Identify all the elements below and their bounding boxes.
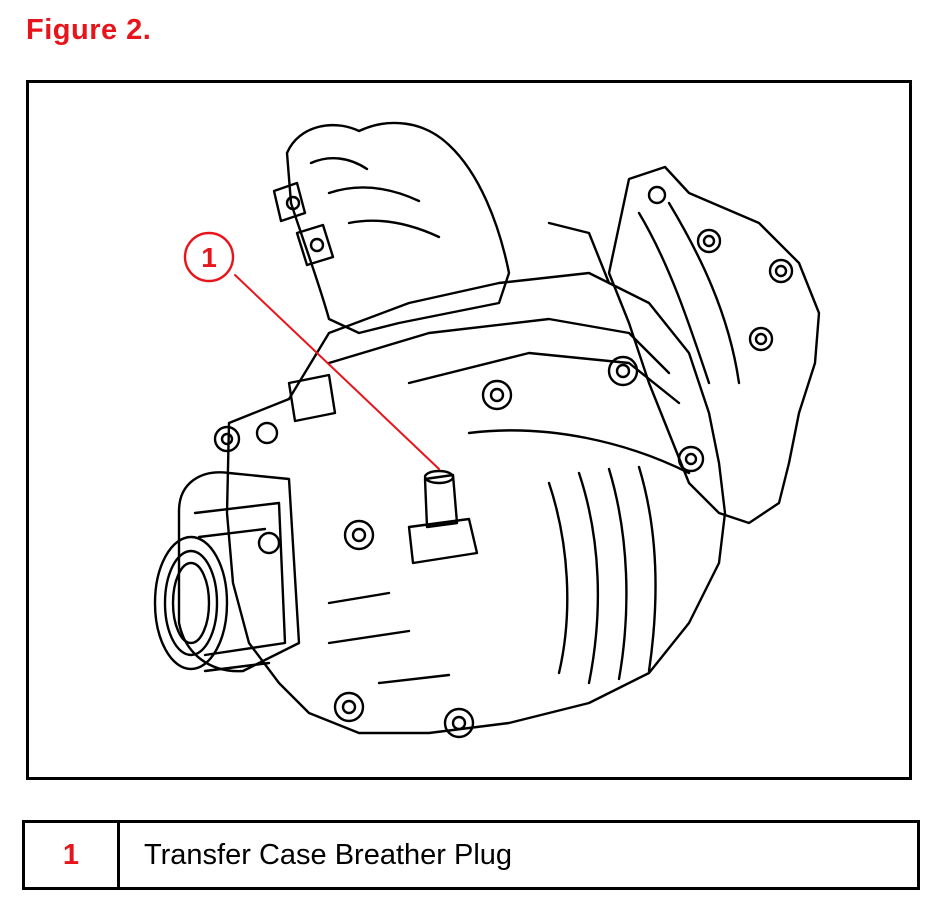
transfer-case-illustration: 1 <box>153 121 821 739</box>
diagram-frame: 1 <box>26 80 912 780</box>
legend-description: Transfer Case Breather Plug <box>117 820 920 890</box>
legend-number: 1 <box>22 820 120 890</box>
legend-table: 1 Transfer Case Breather Plug <box>22 820 920 890</box>
callout-number: 1 <box>201 242 217 273</box>
legend-row: 1 Transfer Case Breather Plug <box>22 820 920 890</box>
figure-title: Figure 2. <box>26 14 152 46</box>
